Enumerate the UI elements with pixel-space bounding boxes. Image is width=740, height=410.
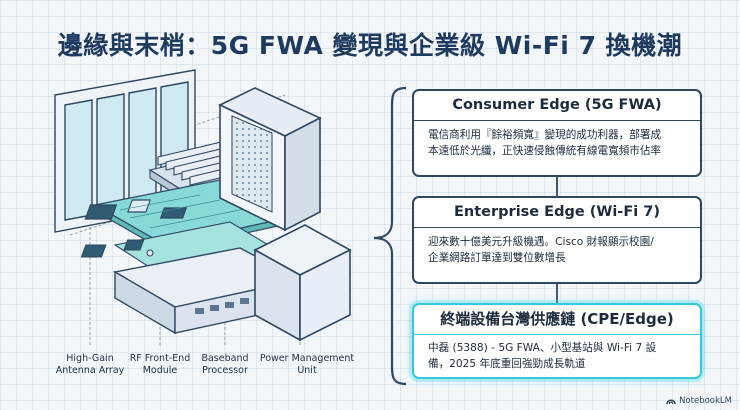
page-title: 邊緣與末梢：5G FWA 變現與企業級 Wi-Fi 7 換機潮 xyxy=(57,31,683,60)
card-enterprise-edge: Enterprise Edge (Wi-Fi 7) 迎來數十億美元升級機遇。Ci… xyxy=(412,196,702,284)
notebooklm-watermark: NotebookLM xyxy=(666,396,732,406)
card-title: Consumer Edge (5G FWA) xyxy=(414,91,700,121)
card-title: Enterprise Edge (Wi-Fi 7) xyxy=(414,198,700,228)
side-panel xyxy=(253,224,352,342)
brand-name: NotebookLM xyxy=(679,396,732,406)
card-body: 迎來數十億美元升級機遇。Cisco 財報顯示校園/ 企業網路訂單達到雙位數增長 xyxy=(428,236,654,264)
card-taiwan-supply-chain: 終端設備台灣供應鏈 (CPE/Edge) 中磊 (5388) - 5G FWA、… xyxy=(412,303,702,379)
card-body: 中磊 (5388) - 5G FWA、小型基站與 Wi-Fi 7 設 備，202… xyxy=(428,342,657,370)
label-power-management: Power Management Unit xyxy=(259,353,355,376)
card-title: 終端設備台灣供應鏈 (CPE/Edge) xyxy=(414,305,700,335)
card-body: 電信商利用『餘裕頻寬』變現的成功利器，部署成 本遠低於光纖，正快速侵蝕傳統有線電… xyxy=(428,129,662,157)
top-cover-frame xyxy=(218,87,322,232)
notebooklm-logo-icon xyxy=(666,399,676,405)
label-antenna-array: High-Gain Antenna Array xyxy=(55,353,125,376)
label-baseband-processor: Baseband Processor xyxy=(201,353,249,376)
grouping-brace xyxy=(373,86,407,386)
label-rf-front-end: RF Front-End Module xyxy=(129,353,191,376)
baseband-pcb-board xyxy=(80,221,282,278)
card-consumer-edge: Consumer Edge (5G FWA) 電信商利用『餘裕頻寬』變現的成功利… xyxy=(412,89,702,177)
